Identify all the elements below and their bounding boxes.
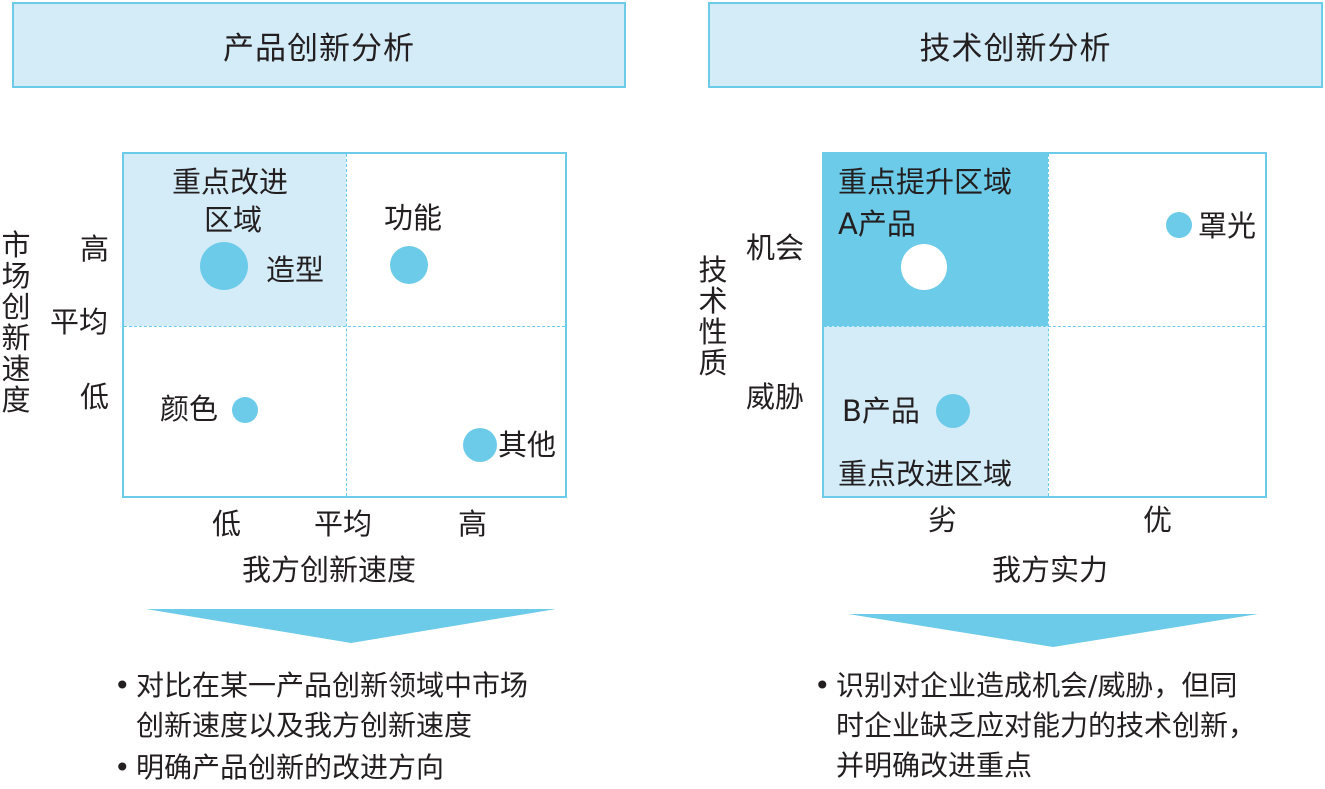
right-down-arrow — [848, 614, 1258, 647]
right-x-tick-left: 劣 — [928, 503, 958, 537]
left-bullet-2: •明确产品创新的改进方向 — [114, 748, 444, 788]
right-header: 技术创新分析 — [708, 2, 1323, 88]
left-y-tick-high: 高 — [80, 232, 110, 266]
item-label-yanse: 颜色 — [160, 392, 219, 426]
left-header: 产品创新分析 — [12, 2, 626, 88]
left-down-arrow — [146, 609, 556, 643]
right-x-tick-right: 优 — [1143, 503, 1173, 537]
left-bullet-1: •对比在某一产品创新领域中市场 创新速度以及我方创新速度 — [114, 666, 528, 746]
item-label-zhaoguang: 罩光 — [1198, 209, 1257, 243]
right-horizontal-divider — [824, 326, 1265, 327]
item-label-gongneng: 功能 — [384, 201, 443, 235]
item-dot-qita — [463, 428, 497, 462]
left-x-tick-mid: 平均 — [314, 507, 373, 541]
item-label-zaoxing: 造型 — [266, 253, 325, 287]
right-y-tick-top: 机会 — [746, 231, 805, 265]
right-y-axis-title: 技 术 性 质 — [698, 253, 728, 380]
right-bullet-1-marker: • — [814, 669, 831, 702]
right-x-axis-title: 我方实力 — [992, 553, 1109, 587]
item-label-a-product: A产品 — [838, 207, 916, 241]
left-focus-quadrant — [124, 154, 346, 326]
item-dot-a-product — [901, 244, 947, 290]
right-header-title: 技术创新分析 — [919, 30, 1112, 67]
right-top-region-label: 重点提升区域 — [838, 165, 1013, 199]
left-bullet-2-line1: 明确产品创新的改进方向 — [136, 751, 445, 784]
item-label-qita: 其他 — [498, 428, 557, 462]
left-bullet-2-marker: • — [114, 751, 131, 784]
left-header-title: 产品创新分析 — [223, 30, 415, 67]
right-bullet-1: •识别对企业造成机会/威胁，但同 时企业缺乏应对能力的技术创新， 并明确改进重点 — [814, 666, 1256, 786]
item-dot-gongneng — [390, 246, 428, 284]
right-strong-quadrant — [824, 154, 1048, 326]
right-bullet-1-line2: 时企业缺乏应对能力的技术创新， — [836, 709, 1257, 742]
item-dot-zaoxing — [200, 242, 248, 290]
left-region-label-line1: 重点改进 — [172, 165, 289, 199]
left-x-tick-low: 低 — [212, 507, 242, 541]
left-y-axis-title: 市 场 创 新 速 度 — [1, 228, 31, 417]
right-vertical-divider — [1048, 154, 1049, 496]
left-y-tick-low: 低 — [80, 380, 110, 414]
left-bullet-1-line1: 对比在某一产品创新领域中市场 — [136, 669, 529, 702]
left-y-tick-mid: 平均 — [50, 305, 109, 339]
right-matrix: 重点提升区域 A产品 罩光 B产品 重点改进区域 — [822, 152, 1267, 498]
left-vertical-divider — [346, 154, 347, 496]
right-bottom-region-label: 重点改进区域 — [838, 457, 1013, 491]
left-region-label-line2: 区域 — [204, 203, 263, 237]
item-dot-yanse — [232, 397, 258, 423]
item-label-b-product: B产品 — [842, 394, 920, 428]
right-y-tick-bottom: 威胁 — [746, 380, 805, 414]
right-bullet-1-line1: 识别对企业造成机会/威胁，但同 — [836, 669, 1238, 702]
left-x-tick-high: 高 — [458, 507, 488, 541]
item-dot-zhaoguang — [1166, 212, 1192, 238]
left-matrix: 重点改进 区域 造型 功能 颜色 其他 — [122, 152, 567, 498]
left-bullet-1-marker: • — [114, 669, 131, 702]
left-horizontal-divider — [124, 326, 565, 327]
item-dot-b-product — [936, 394, 970, 428]
right-bullet-1-line3: 并明确改进重点 — [836, 749, 1033, 782]
left-bullet-1-line2: 创新速度以及我方创新速度 — [136, 709, 473, 742]
left-x-axis-title: 我方创新速度 — [242, 553, 417, 587]
